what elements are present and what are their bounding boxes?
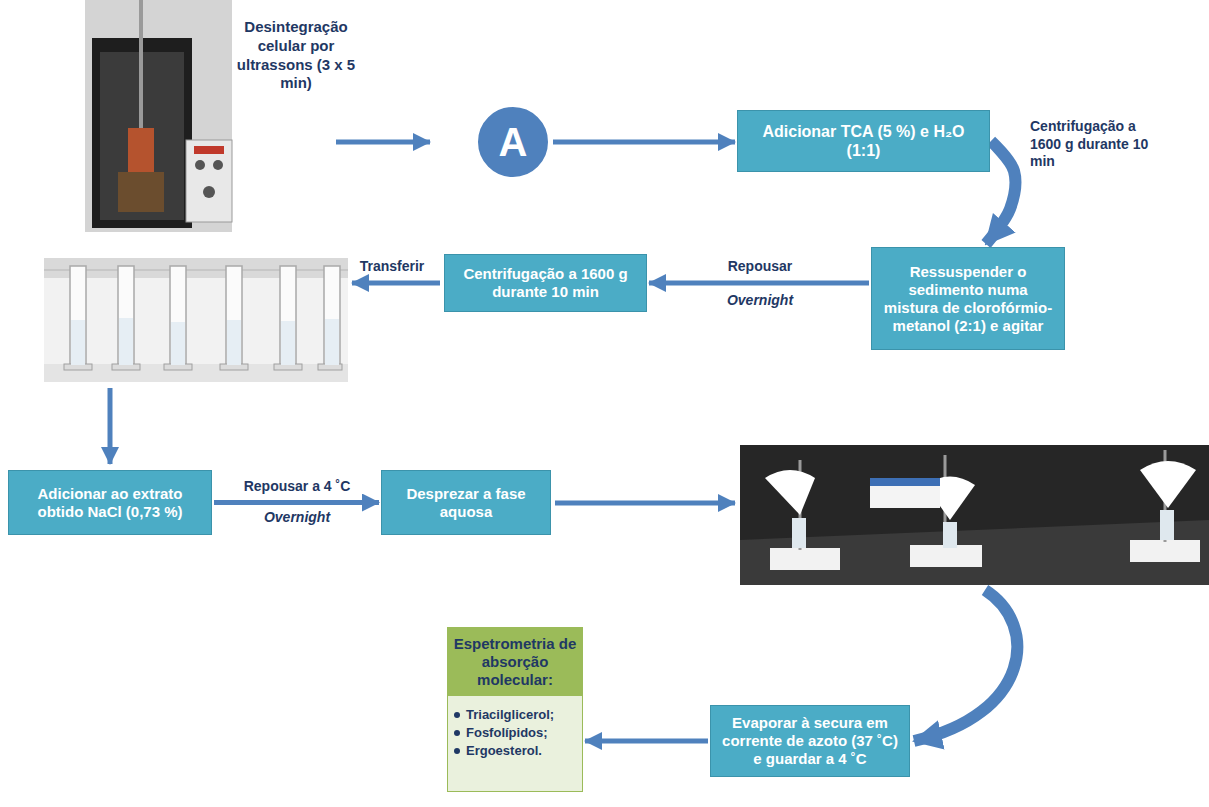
cylinder-liquid <box>227 320 241 365</box>
box-text-group: Adicionar ao extrato obtido NaCl (0,73 %… <box>17 485 203 521</box>
wall-tiles <box>44 258 348 278</box>
graduated-cylinder <box>70 266 86 366</box>
cylinder-liquid <box>281 321 295 365</box>
stand-base <box>910 545 982 567</box>
graduated-cylinder <box>118 266 134 366</box>
curved-flow-arrow <box>986 141 1015 244</box>
box-text: Desprezar a fase aquosa <box>390 485 542 521</box>
graduated-cylinder <box>324 266 340 366</box>
collection-vial <box>943 522 957 548</box>
list-text: Fosfolípidos; <box>466 725 548 740</box>
photo-ground <box>44 258 348 382</box>
cylinder-liquid <box>71 320 85 365</box>
graduated-cylinder <box>280 266 296 366</box>
flow-arrow <box>585 739 708 744</box>
result-list: Triacilglicerol; Fosfolípidos; Ergoesterol… <box>448 696 582 791</box>
edge-label: Centrifugação a 1600 g durante 10 min <box>1030 118 1160 171</box>
collection-vial <box>792 518 806 548</box>
step-circle: A <box>475 104 551 180</box>
circle-fill <box>477 106 549 178</box>
list-text: Triacilglicerol; <box>466 707 554 722</box>
process-box: Ressuspender o sedimento numa mistura de… <box>871 247 1065 350</box>
stand-base <box>770 548 840 570</box>
box-text-group: Centrifugação a 1600 g durante 10 min <box>453 265 638 301</box>
bullet-dot <box>454 730 460 736</box>
result-heading: Espetrometria de absorção molecular: <box>453 635 577 689</box>
ultrasound-photo <box>85 0 232 232</box>
process-box: Evaporar à secura em corrente de azoto (… <box>710 705 910 777</box>
photo-ground <box>85 0 232 232</box>
filter-paper <box>765 470 815 515</box>
flow-arrow <box>336 140 430 145</box>
box-text-group: Evaporar à secura em corrente de azoto (… <box>719 714 901 768</box>
control-knob <box>203 186 215 198</box>
filter-paper <box>1140 461 1196 508</box>
box-text-group: Ressuspender o sedimento numa mistura de… <box>880 263 1056 335</box>
bullet-dot <box>454 712 460 718</box>
graduated-cylinder <box>170 266 186 366</box>
filter-box <box>870 478 940 508</box>
cylinder-liquid <box>171 322 185 365</box>
probe-rod <box>139 0 143 140</box>
result-box: Espetrometria de absorção molecular: Tria… <box>447 627 583 792</box>
collection-vial <box>1160 510 1174 540</box>
process-box: Centrifugação a 1600 g durante 10 min <box>444 254 647 312</box>
bench-top <box>740 520 1209 585</box>
step-note: Transferir <box>346 258 438 276</box>
box-text-group: Adicionar TCA (5 %) e H₂O (1:1) <box>746 122 981 160</box>
curved-flow-arrow <box>914 590 1017 741</box>
cylinders-photo <box>44 258 348 382</box>
control-unit <box>186 140 232 222</box>
cylinder-liquid <box>325 319 339 365</box>
graduated-cylinder <box>226 266 242 366</box>
edge-label: Repousar <box>700 258 820 276</box>
box-text-group: Desprezar a fase aquosa <box>390 485 542 521</box>
sample-stand <box>118 172 164 212</box>
cylinder-liquid <box>119 318 133 365</box>
control-display <box>194 146 224 154</box>
flow-arrow <box>214 500 379 505</box>
list-item: Ergoesterol. <box>454 743 576 758</box>
box-text: Adicionar ao extrato obtido NaCl (0,73 %… <box>17 485 203 521</box>
time-note: Overnight <box>700 292 820 310</box>
box-text: Adicionar TCA (5 %) e H₂O (1:1) <box>746 122 981 160</box>
box-text: Ressuspender o sedimento numa mistura de… <box>880 263 1056 335</box>
control-knob <box>195 160 205 170</box>
time-note: Overnight <box>222 509 372 527</box>
filtration-photo <box>740 445 1209 585</box>
list-text: Ergoesterol. <box>466 743 542 758</box>
list-item: Fosfolípidos; <box>454 725 576 740</box>
result-heading-band: Espetrometria de absorção molecular: <box>448 628 582 696</box>
edge-label: Repousar a 4 ˚C <box>222 478 372 496</box>
flow-arrow <box>555 501 735 506</box>
flow-arrow <box>553 140 735 145</box>
process-box: Adicionar ao extrato obtido NaCl (0,73 %… <box>8 470 212 535</box>
list-item: Triacilglicerol; <box>454 707 576 722</box>
bench <box>44 364 348 382</box>
flow-arrow <box>352 281 440 286</box>
flow-arrow <box>108 388 113 464</box>
sample-holder <box>128 128 154 172</box>
bullet-dot <box>454 748 460 754</box>
flow-arrow <box>649 281 869 286</box>
stand-base <box>1130 540 1200 562</box>
photo-ground <box>740 445 1209 585</box>
control-knob <box>213 160 223 170</box>
tile-line <box>44 270 348 271</box>
process-box: Desprezar a fase aquosa <box>381 470 551 535</box>
process-box: Adicionar TCA (5 %) e H₂O (1:1) <box>737 110 990 172</box>
box-text: Centrifugação a 1600 g durante 10 min <box>453 265 638 301</box>
filter-box-stripe <box>870 478 940 486</box>
box-text: Evaporar à secura em corrente de azoto (… <box>719 714 901 768</box>
step-caption: Desintegração celular por ultrassons (3 … <box>236 18 356 93</box>
step-letter: A <box>499 120 528 165</box>
